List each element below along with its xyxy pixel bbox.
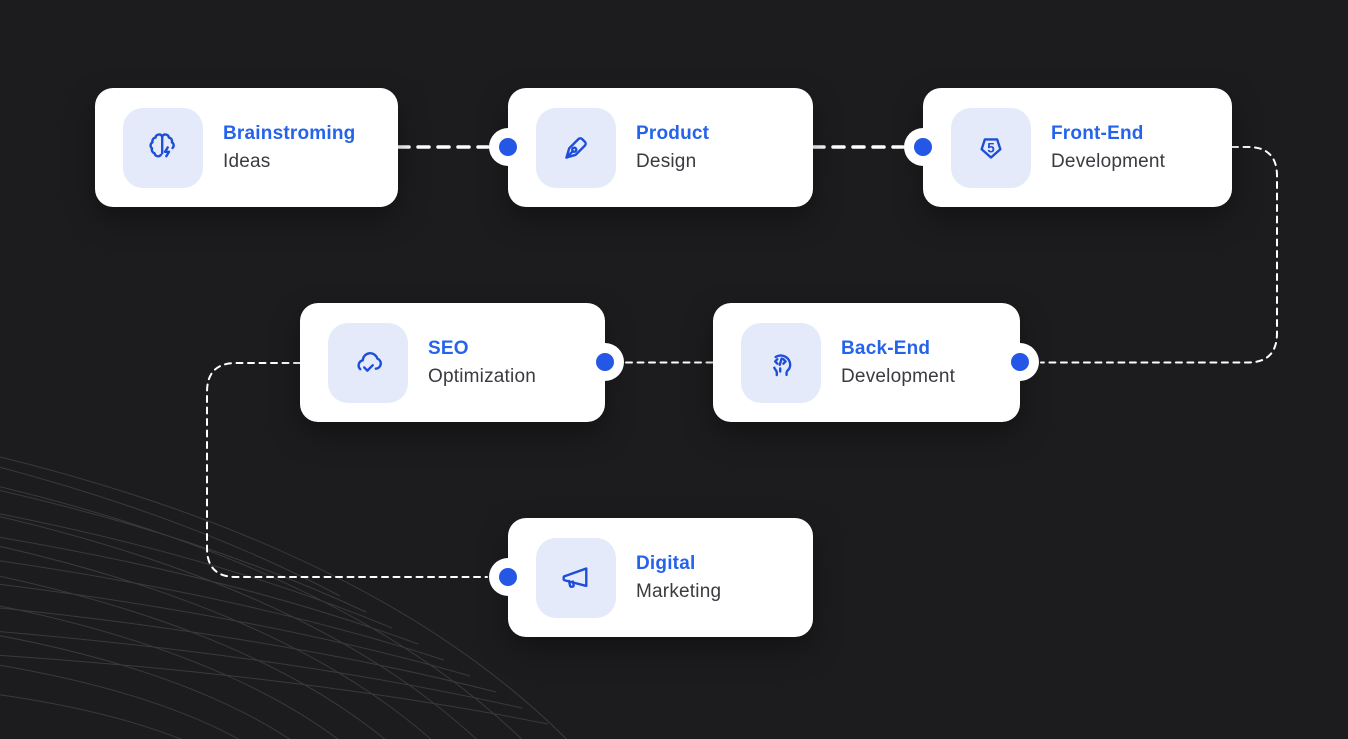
connector-dot (586, 343, 624, 381)
node-title: SEO (428, 337, 469, 359)
node-brainstorming-ideas: Brainstroming Ideas (95, 88, 398, 207)
node-subtitle: Development (1051, 150, 1166, 172)
svg-text:5: 5 (987, 140, 995, 155)
connector-dot (489, 558, 527, 596)
node-subtitle: Design (636, 150, 697, 172)
node-digital-marketing: Digital Marketing (508, 518, 813, 637)
connector-dot (1001, 343, 1039, 381)
pen-nib-icon (536, 107, 616, 188)
cloud-check-icon (328, 322, 408, 403)
node-subtitle: Optimization (428, 365, 536, 387)
pentagon-5-icon: 5 (951, 107, 1031, 188)
brain-icon (123, 107, 203, 188)
head-code-icon (741, 322, 821, 403)
node-subtitle: Marketing (636, 580, 722, 602)
node-back-end-development: Back-End Development (713, 303, 1020, 422)
node-product-design: Product Design (508, 88, 813, 207)
node-title: Digital (636, 552, 696, 574)
node-title: Back-End (841, 337, 931, 359)
connector-seo-to-digital (206, 362, 488, 578)
node-front-end-development: 5 Front-End Development (923, 88, 1232, 207)
node-title: Front-End (1051, 122, 1144, 144)
connector-dot (489, 128, 527, 166)
megaphone-icon (536, 537, 616, 618)
node-title: Product (636, 122, 710, 144)
node-subtitle: Development (841, 365, 956, 387)
connector-frontend-to-backend (1040, 146, 1278, 364)
node-title: Brainstroming (223, 122, 356, 144)
node-subtitle: Ideas (223, 150, 271, 172)
node-seo-optimization: SEO Optimization (300, 303, 605, 422)
connector-dot (904, 128, 942, 166)
